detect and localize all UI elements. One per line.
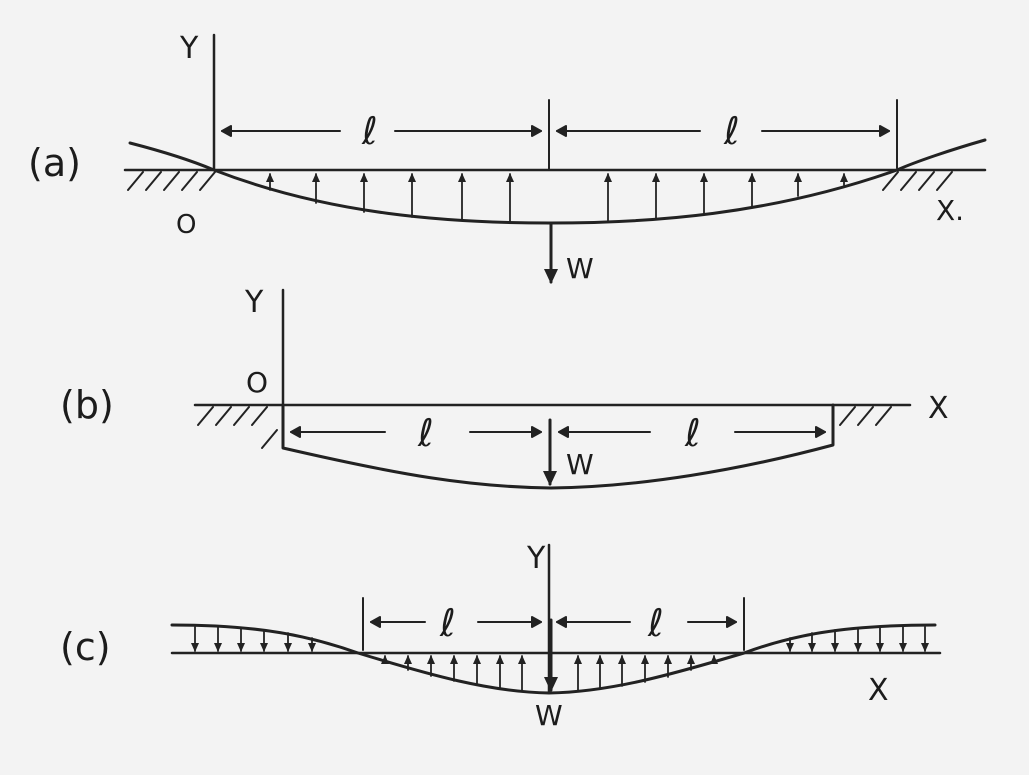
panel-b-beam-curve [281, 403, 835, 490]
panel-c-span-dimension [362, 597, 745, 651]
panel-b-x-label: X [928, 391, 949, 426]
panel-a-deflection-curve [128, 138, 987, 225]
panel-c: (c) Y X [60, 541, 942, 732]
panel-c-reaction-arrows-right [786, 626, 929, 652]
panel-c-x-label: X [868, 673, 889, 708]
panel-b-origin-label: O [246, 366, 268, 399]
panel-b-load-label: W [566, 448, 594, 481]
panel-c-span-left-label: ℓ [439, 601, 456, 645]
panel-c-y-label: Y [526, 541, 546, 576]
panel-a-x-label: X. [936, 194, 964, 227]
panel-b-span-dimension [290, 426, 826, 438]
panel-a-span-left-label: ℓ [361, 109, 378, 153]
panel-a-label: (a) [28, 141, 81, 185]
panel-b-span-left-label: ℓ [417, 411, 434, 455]
panel-b-y-label: Y [244, 285, 264, 320]
panel-a-reaction-arrows [266, 173, 848, 223]
panel-a-span-right-label: ℓ [723, 109, 740, 153]
panel-c-label: (c) [60, 625, 111, 669]
panel-b: (b) Y O X ℓ ℓ W [60, 285, 949, 490]
panel-a-span-dimension [221, 99, 898, 171]
panel-a: (a) Y X. O [28, 31, 987, 285]
panel-c-reaction-arrows-left [191, 626, 316, 652]
panel-b-span-right-label: ℓ [684, 411, 701, 455]
panel-a-load-label: W [566, 252, 594, 285]
panel-c-load-label: W [535, 699, 563, 732]
panel-c-deflection-curve [170, 623, 937, 695]
panel-b-ground-hatch-right [839, 406, 892, 426]
panel-a-ground-hatch-right [882, 171, 953, 191]
panel-b-label: (b) [60, 383, 114, 427]
panel-c-reaction-arrows-center [381, 655, 718, 692]
panel-c-span-right-label: ℓ [647, 601, 664, 645]
panel-a-y-label: Y [179, 31, 199, 66]
panel-a-ground-hatch-left [127, 171, 216, 191]
panel-b-ground-hatch-left [197, 406, 278, 449]
panel-a-origin-label: O [176, 210, 196, 240]
